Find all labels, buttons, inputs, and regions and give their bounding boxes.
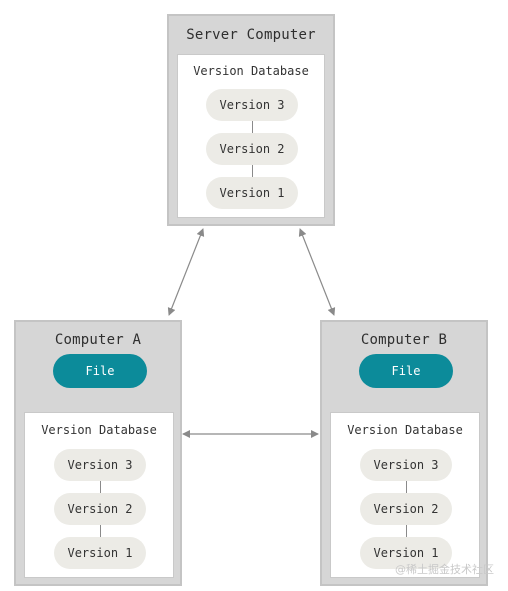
watermark: @稀土掘金技术社区 (395, 563, 494, 576)
server-database-label: Version Database (193, 64, 309, 78)
server-computer: Server Computer Version Database Version… (167, 14, 335, 226)
computer-a-title: Computer A (54, 332, 142, 348)
computer-a-version-link (100, 525, 101, 537)
server-version-database: Version Database Version 3 Version 2 Ver… (177, 54, 325, 218)
server-computer-title: Server Computer (186, 27, 316, 43)
server-version-link (252, 165, 253, 177)
computer-b-version-2: Version 2 (360, 493, 452, 525)
computer-b-version-database: Version Database Version 3 Version 2 Ver… (330, 412, 480, 578)
server-version-3: Version 3 (206, 89, 298, 121)
computer-b-file: File (359, 354, 453, 388)
server-version-2: Version 2 (206, 133, 298, 165)
computer-b-version-link (406, 525, 407, 537)
computer-a-version-link (100, 481, 101, 493)
computer-b-version-1: Version 1 (360, 537, 452, 569)
computer-b-version-link (406, 481, 407, 493)
computer-b-database-label: Version Database (347, 423, 463, 437)
computer-a-version-1: Version 1 (54, 537, 146, 569)
computer-b-version-3: Version 3 (360, 449, 452, 481)
server-version-link (252, 121, 253, 133)
server-to-computer-b-arrow (298, 228, 336, 316)
computer-a-database-label: Version Database (41, 423, 157, 437)
computer-a-file: File (53, 354, 147, 388)
server-version-1: Version 1 (206, 177, 298, 209)
computer-a-version-2: Version 2 (54, 493, 146, 525)
computer-a-version-3: Version 3 (54, 449, 146, 481)
server-to-computer-a-arrow (167, 228, 205, 316)
computer-a-version-database: Version Database Version 3 Version 2 Ver… (24, 412, 174, 578)
computer-b: Computer B File Version Database Version… (320, 320, 488, 586)
computer-a: Computer A File Version Database Version… (14, 320, 182, 586)
computer-b-title: Computer B (360, 332, 448, 348)
